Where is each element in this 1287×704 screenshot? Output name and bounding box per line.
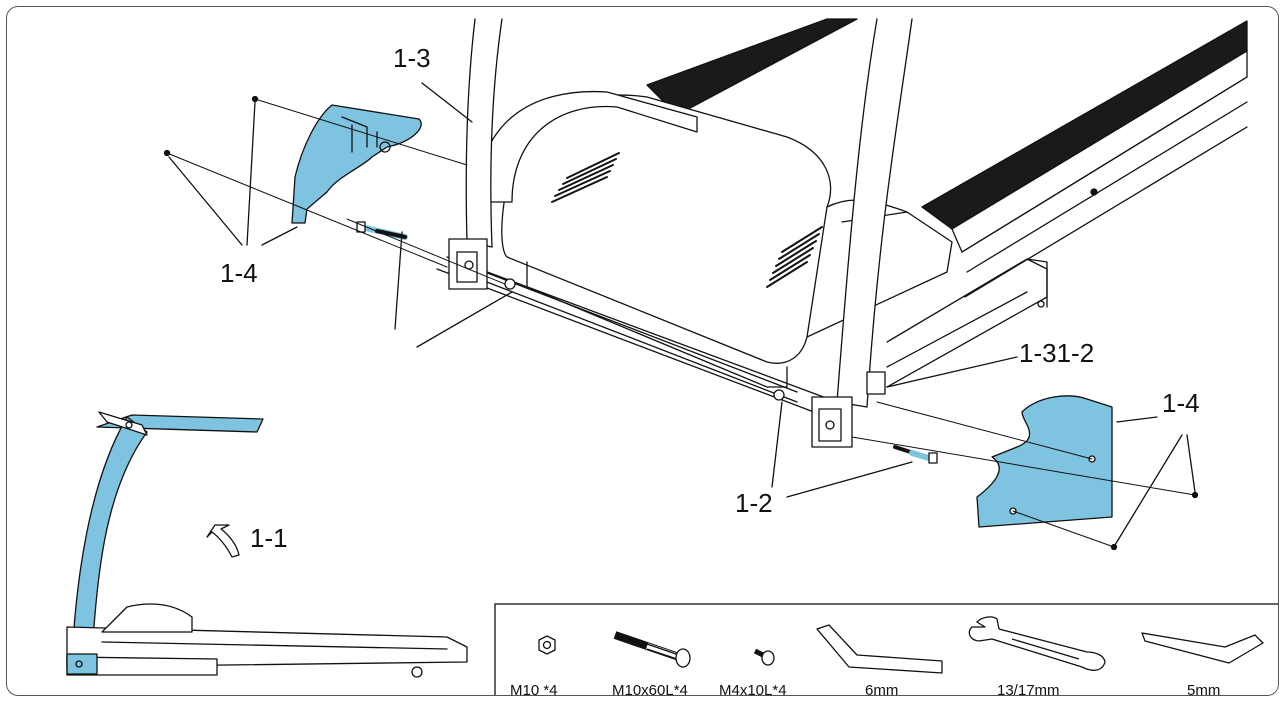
hardware-nut-label: M10 *4 — [510, 682, 558, 696]
right-bolt — [893, 445, 938, 464]
upright-right — [811, 18, 913, 448]
label-1-1: 1-1 — [250, 523, 288, 553]
folded-treadmill-inset — [66, 411, 468, 678]
bolt-icon — [613, 631, 691, 668]
label-1-4-right: 1-4 — [1162, 388, 1200, 418]
right-end-cap — [976, 395, 1113, 528]
hardware-bolt-label: M10x60L*4 — [612, 682, 688, 696]
left-bolt — [356, 221, 408, 240]
hardware-allen-5-label: 5mm — [1187, 682, 1220, 696]
screw-icon — [753, 648, 775, 666]
wrench-icon — [968, 616, 1106, 671]
allen-key-5mm-icon — [1141, 632, 1264, 664]
motor-hood — [501, 94, 832, 364]
label-1-2: 1-2 — [735, 488, 773, 518]
label-1-3: 1-3 — [393, 43, 431, 73]
hardware-screw-label: M4x10L*4 — [719, 682, 787, 696]
assembly-diagram: 1-3 1-4 1-31-2 1-4 1-2 1-1 — [66, 18, 1278, 696]
label-1-4-left: 1-4 — [220, 258, 258, 288]
hardware-wrench-label: 13/17mm — [997, 682, 1060, 696]
fold-arrow-icon — [206, 524, 240, 558]
hardware-allen-6-label: 6mm — [865, 682, 898, 696]
nut-icon — [538, 635, 556, 655]
label-1-31-2: 1-31-2 — [1019, 338, 1094, 368]
running-belt-right — [921, 20, 1248, 230]
assembly-diagram-frame: 1-3 1-4 1-31-2 1-4 1-2 1-1 — [6, 6, 1279, 696]
running-belt — [646, 18, 858, 116]
hardware-panel: M10 *4 M10x60L*4 M4x10L*4 6mm 13/17mm 5m… — [494, 603, 1278, 696]
allen-key-6mm-icon — [816, 624, 943, 674]
treadmill-base — [436, 18, 1248, 418]
left-end-cap — [291, 104, 422, 224]
